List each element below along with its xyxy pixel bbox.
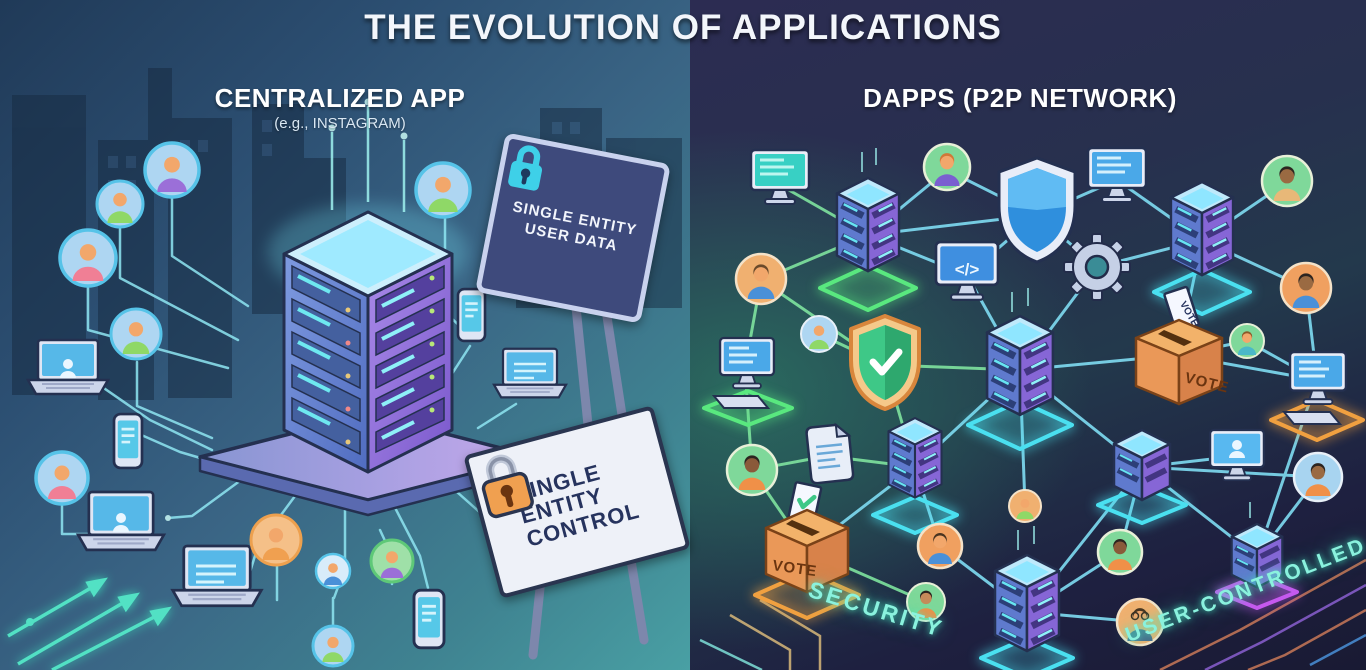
- laptop: [171, 544, 263, 608]
- check-icon: [797, 494, 817, 510]
- node-server: [888, 418, 941, 498]
- single-entity-user-data-sign: SINGLE ENTITY USER DATA: [475, 132, 671, 324]
- node-server: [837, 178, 899, 271]
- verified-shield-icon: [849, 314, 921, 411]
- user-avatar: [800, 315, 838, 353]
- user-avatar: [734, 252, 788, 306]
- node-server: [1171, 182, 1233, 275]
- lock-icon: [481, 454, 534, 519]
- user-avatar: [109, 307, 163, 361]
- right-panel-heading: DAPPS (P2P NETWORK): [863, 83, 1177, 113]
- glow-platforms: [702, 264, 1365, 670]
- video-call-monitor: [1208, 428, 1266, 482]
- monitor: [749, 148, 811, 206]
- data-streaks: [328, 98, 408, 212]
- user-avatar: [1115, 597, 1165, 647]
- user-avatar: [922, 142, 972, 192]
- user-avatar: [906, 582, 946, 622]
- page-title: THE EVOLUTION OF APPLICATIONS: [364, 8, 1002, 47]
- user-avatar: [414, 161, 472, 219]
- data-streaks: [861, 148, 1251, 550]
- code-monitor: </>: [934, 240, 1000, 302]
- user-avatar: [369, 538, 415, 584]
- node-server: [987, 316, 1053, 415]
- left-panel-subheading: (e.g., INSTAGRAM): [274, 115, 406, 132]
- user-avatar: [1229, 323, 1265, 359]
- ballot-box-label: VOTE: [771, 557, 818, 580]
- user-avatar: [1008, 489, 1042, 523]
- monitor: [1086, 146, 1148, 204]
- circuit-traces: [699, 558, 1366, 670]
- left-panel-heading: CENTRALIZED APP: [214, 83, 466, 113]
- user-avatar: [311, 624, 355, 668]
- user-avatar: [916, 522, 964, 570]
- ballot-box: VOTE: [764, 481, 850, 594]
- user-avatar: [1292, 451, 1344, 503]
- user-avatar: [725, 443, 779, 497]
- phone: [456, 287, 487, 343]
- code-glyph: </>: [955, 260, 980, 279]
- ballot-box: VOTE VOTE: [1134, 285, 1231, 406]
- user-avatar: [1279, 261, 1333, 315]
- user-avatar: [95, 179, 145, 229]
- user-avatar: [34, 450, 90, 506]
- laptop: [76, 490, 166, 552]
- glow-arrows: [7, 577, 172, 670]
- phone: [412, 588, 446, 650]
- workstation: [711, 336, 776, 409]
- user-avatar: [1096, 528, 1144, 576]
- lock-icon: [508, 145, 543, 191]
- laptop: [492, 347, 568, 399]
- user-avatar: [249, 513, 303, 567]
- document-icon: [805, 422, 855, 485]
- laptop: [26, 338, 110, 396]
- user-avatar: [143, 141, 201, 199]
- user-avatar: [1260, 154, 1314, 208]
- workstation: [1281, 350, 1348, 425]
- node-cube-server: [1114, 430, 1170, 500]
- shield-icon: [997, 156, 1077, 264]
- user-avatar: [314, 552, 352, 590]
- single-entity-control-sign: SINGLE ENTITY CONTROL: [463, 405, 691, 599]
- central-server: [282, 210, 454, 474]
- gear-icon: [1063, 233, 1131, 301]
- node-server: [995, 555, 1059, 651]
- user-avatar: [58, 228, 118, 288]
- phone: [112, 412, 144, 470]
